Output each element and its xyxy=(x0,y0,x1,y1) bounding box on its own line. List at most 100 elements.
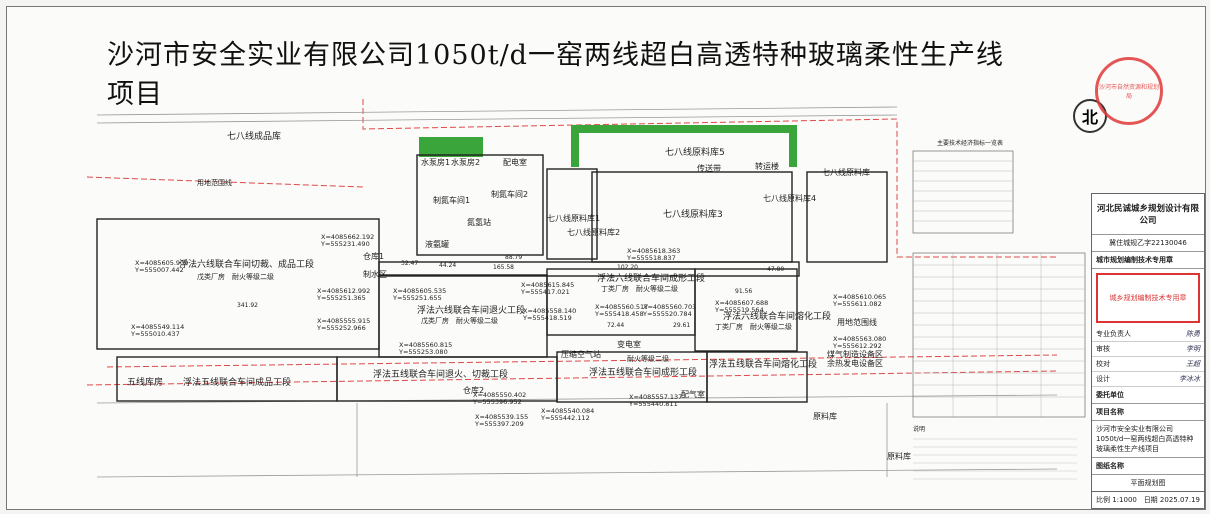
stamp: 城乡规划编制技术专用章 xyxy=(1096,273,1200,323)
svg-text:浮法五线联合车间退火、切裁工段: 浮法五线联合车间退火、切裁工段 xyxy=(373,368,508,380)
role-row: 设计李冰冰 xyxy=(1092,372,1204,387)
svg-text:浮法六线联合车间切裁、成品工段: 浮法六线联合车间切裁、成品工段 xyxy=(179,258,314,270)
svg-text:传送带: 传送带 xyxy=(697,163,721,173)
svg-text:165.58: 165.58 xyxy=(493,264,514,271)
svg-text:仓库1: 仓库1 xyxy=(363,251,384,261)
svg-text:煤气制造设备区余热发电设备区: 煤气制造设备区余热发电设备区 xyxy=(827,349,883,368)
indicator-table: 主要技术经济指标一览表 说明 xyxy=(912,139,1086,480)
svg-text:浮法五线联合车间成品工段: 浮法五线联合车间成品工段 xyxy=(183,376,291,388)
project-name: 沙河市安全实业有限公司1050t/d一窑两线超白高透特种玻璃柔性生产线项目 xyxy=(1092,421,1204,458)
role-row: 专业负责人陈勇 xyxy=(1092,327,1204,342)
svg-text:原料库: 原料库 xyxy=(813,411,837,421)
svg-text:29.61: 29.61 xyxy=(673,322,690,329)
svg-text:耐火等级二级: 耐火等级二级 xyxy=(627,354,669,363)
title-block: 河北民诚城乡规划设计有限公司 冀住城规乙字22130046 城市规划编制技术专用… xyxy=(1091,193,1205,509)
svg-text:88.79: 88.79 xyxy=(505,254,522,261)
svg-text:水泵房1: 水泵房1 xyxy=(421,157,450,167)
svg-text:浮法六线联合车间成形工段: 浮法六线联合车间成形工段 xyxy=(597,272,705,284)
svg-text:44.24: 44.24 xyxy=(439,262,456,269)
svg-text:浮法六线联合车间退火工段: 浮法六线联合车间退火工段 xyxy=(417,304,525,316)
role-row: 校对王超 xyxy=(1092,357,1204,372)
green-belts xyxy=(419,125,797,167)
raw-warehouse3 xyxy=(591,171,793,263)
svg-text:主要技术经济指标一览表: 主要技术经济指标一览表 xyxy=(937,139,1003,147)
svg-text:浮法五线联合车间成形工段: 浮法五线联合车间成形工段 xyxy=(589,366,697,378)
svg-text:转运楼: 转运楼 xyxy=(755,161,779,171)
drawing-title: 沙河市安全实业有限公司1050t/d一窑两线超白高透特种玻璃柔性生产线项目 xyxy=(107,40,1004,110)
line6-melt-building xyxy=(694,268,798,352)
official-seal: 沙河市自然资源和规划局 xyxy=(1095,57,1163,125)
svg-text:配电室: 配电室 xyxy=(503,157,527,167)
svg-text:七八线原料库: 七八线原料库 xyxy=(822,167,870,177)
svg-text:配气室: 配气室 xyxy=(681,389,705,399)
svg-text:戊类厂房 耐火等级二级: 戊类厂房 耐火等级二级 xyxy=(421,316,498,325)
svg-text:说明: 说明 xyxy=(913,425,925,433)
land-boundary xyxy=(86,99,1058,386)
drawing-sheet: 沙河市安全实业有限公司1050t/d一窑两线超白高透特种玻璃柔性生产线项目 xyxy=(6,6,1206,510)
company-name: 河北民诚城乡规划设计有限公司 xyxy=(1092,194,1204,235)
project-label: 项目名称 xyxy=(1092,404,1204,421)
svg-text:七八线原料库5: 七八线原料库5 xyxy=(665,146,725,158)
svg-text:五线库房: 五线库房 xyxy=(127,376,163,388)
warehouse-strip xyxy=(378,261,800,277)
certificate-no: 冀住城规乙字22130046 xyxy=(1092,235,1204,252)
svg-text:仓库2: 仓库2 xyxy=(463,385,484,395)
scale-date: 比例 1:1000 日期 2025.07.19 xyxy=(1092,491,1204,508)
svg-text:341.92: 341.92 xyxy=(237,302,258,309)
finished-warehouse-label: 七八线成品库 xyxy=(227,130,281,142)
svg-text:47.80: 47.80 xyxy=(767,266,784,273)
svg-text:液氨罐: 液氨罐 xyxy=(425,239,449,249)
scale: 比例 1:1000 xyxy=(1096,496,1137,504)
buildings xyxy=(96,154,888,403)
svg-text:压缩空气站: 压缩空气站 xyxy=(561,349,601,359)
svg-text:七八线原料库3: 七八线原料库3 xyxy=(663,208,723,220)
section-heading: 城市规划编制技术专用章 xyxy=(1092,252,1204,269)
svg-text:氮氢站: 氮氢站 xyxy=(467,217,491,227)
svg-text:戊类厂房 耐火等级二级: 戊类厂房 耐火等级二级 xyxy=(197,272,274,281)
svg-text:91.56: 91.56 xyxy=(735,288,752,295)
line5-melt-building xyxy=(706,351,808,403)
svg-text:浮法五线联合车间熔化工段: 浮法五线联合车间熔化工段 xyxy=(709,358,817,370)
svg-text:制氮车间2: 制氮车间2 xyxy=(491,189,528,199)
svg-text:制水区: 制水区 xyxy=(363,269,387,279)
svg-text:丁类厂房 耐火等级二级: 丁类厂房 耐火等级二级 xyxy=(601,284,678,293)
date: 日期 2025.07.19 xyxy=(1143,496,1200,504)
drawing-name: 平面规划图 xyxy=(1092,475,1204,492)
svg-text:102.20: 102.20 xyxy=(617,264,638,271)
svg-text:原料库: 原料库 xyxy=(887,451,911,461)
drawing-label: 图纸名称 xyxy=(1092,458,1204,475)
svg-text:72.44: 72.44 xyxy=(607,322,624,329)
svg-text:变电室: 变电室 xyxy=(617,339,641,349)
svg-text:32.47: 32.47 xyxy=(401,260,418,267)
client-label: 委托单位 xyxy=(1092,387,1204,404)
svg-text:七八线原料库2: 七八线原料库2 xyxy=(567,227,620,237)
raw-warehouse1 xyxy=(546,168,598,260)
svg-text:用地范围线: 用地范围线 xyxy=(197,178,232,187)
svg-text:用地范围线: 用地范围线 xyxy=(837,317,877,327)
svg-text:丁类厂房 耐火等级二级: 丁类厂房 耐火等级二级 xyxy=(715,322,792,331)
svg-text:七八线原料库1: 七八线原料库1 xyxy=(547,213,600,223)
n2-station xyxy=(416,154,544,256)
raw-warehouse-right xyxy=(806,171,888,263)
svg-text:制氮车间1: 制氮车间1 xyxy=(433,195,470,205)
